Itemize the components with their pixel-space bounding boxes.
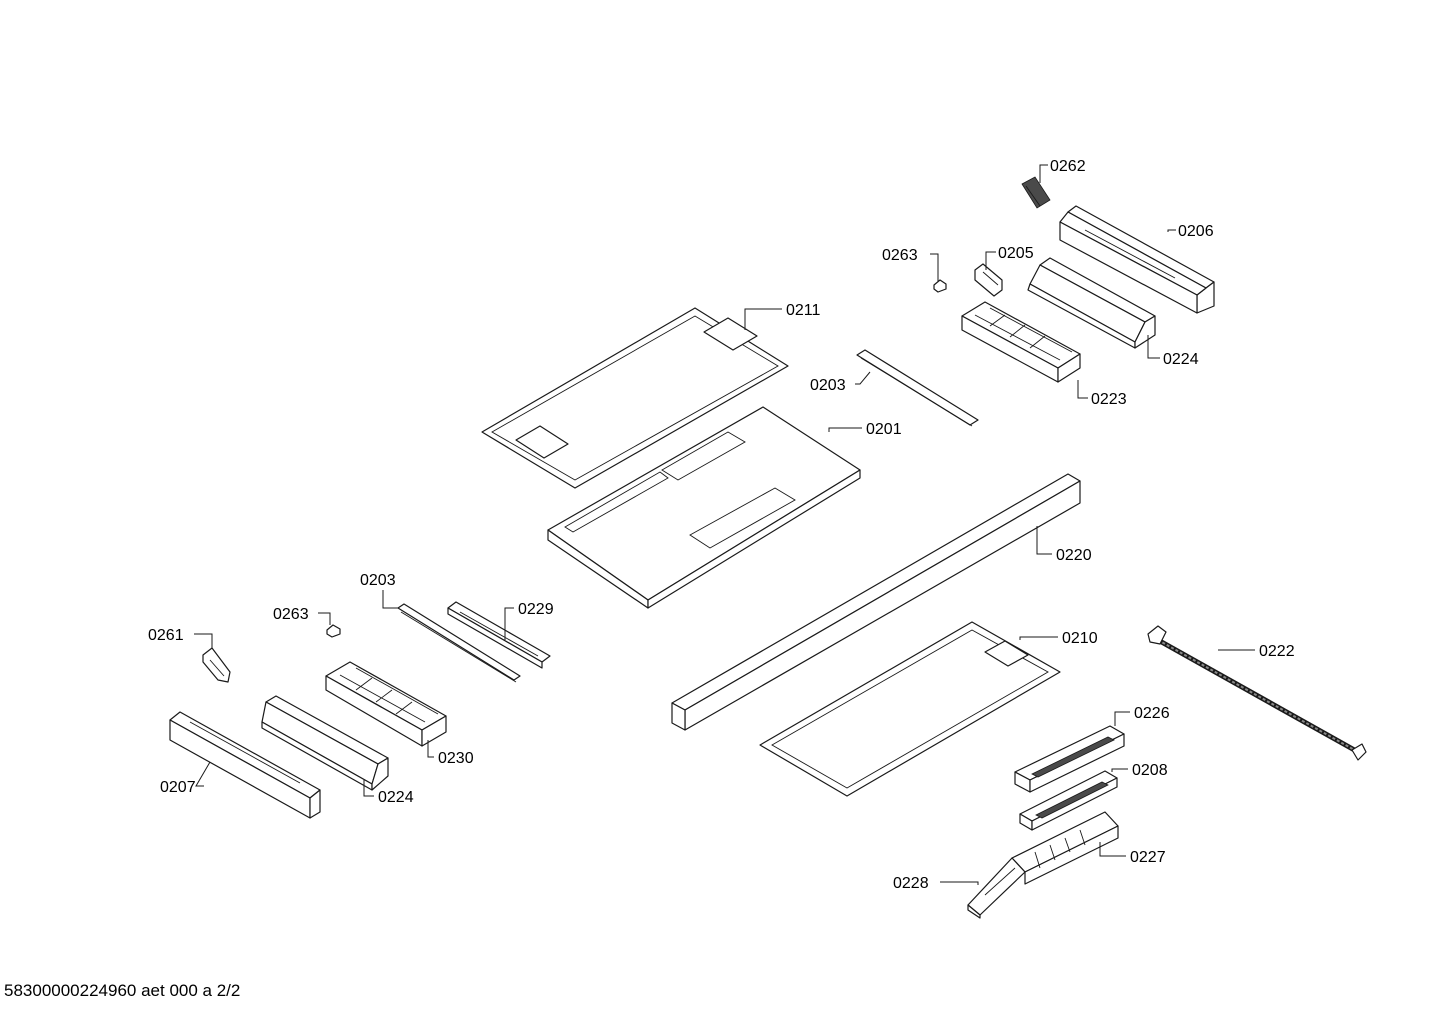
drawing-reference-footer: 58300000224960 aet 000 a 2/2 (4, 981, 241, 1000)
part-0224-lower (261, 695, 389, 791)
callout-0263-top: 0263 (882, 247, 918, 264)
callout-0229: 0229 (518, 601, 554, 618)
part-0211 (481, 307, 789, 489)
callout-0226: 0226 (1134, 705, 1170, 722)
callout-0207: 0207 (160, 779, 196, 796)
callout-0205: 0205 (998, 245, 1034, 262)
callout-0224-top: 0224 (1163, 351, 1199, 368)
part-0223 (961, 301, 1081, 383)
callout-0261: 0261 (148, 627, 184, 644)
part-0203-top (856, 349, 979, 427)
callout-0262: 0262 (1050, 158, 1086, 175)
leader-lines (194, 164, 1255, 885)
part-0220 (671, 473, 1081, 731)
callout-0210: 0210 (1062, 630, 1098, 647)
part-0210 (759, 621, 1061, 797)
callout-labels: 0262 0206 0263 0205 0211 0224 0203 0223 … (148, 158, 1295, 892)
callout-0230: 0230 (438, 750, 474, 767)
part-0205 (974, 263, 1003, 297)
callout-0201: 0201 (866, 421, 902, 438)
part-0227 (1011, 811, 1119, 885)
callout-0227: 0227 (1130, 849, 1166, 866)
part-0222 (1147, 625, 1367, 761)
callout-0206: 0206 (1178, 223, 1214, 240)
part-0208 (1019, 770, 1118, 831)
part-0203-lower (397, 603, 521, 683)
part-0261 (202, 647, 231, 683)
callout-0211: 0211 (786, 302, 821, 319)
callout-0263-lower: 0263 (273, 606, 309, 623)
part-0207 (169, 711, 321, 819)
part-0201 (547, 406, 861, 609)
part-0263-top (933, 279, 947, 293)
callout-0222: 0222 (1259, 643, 1295, 660)
part-0206 (1059, 205, 1215, 314)
callout-0223: 0223 (1091, 391, 1127, 408)
part-0226 (1014, 725, 1125, 793)
part-0230 (325, 661, 447, 747)
callout-0228: 0228 (893, 875, 929, 892)
callout-0208: 0208 (1132, 762, 1168, 779)
callout-0203-lower: 0203 (360, 572, 396, 589)
part-0229 (447, 601, 551, 669)
callout-0220: 0220 (1056, 547, 1092, 564)
part-0262 (1021, 176, 1051, 209)
part-0263-lower (326, 624, 341, 638)
part-0224-top (1027, 257, 1156, 349)
callout-0203-top: 0203 (810, 377, 846, 394)
callout-0224-lower: 0224 (378, 789, 414, 806)
part-0228 (967, 857, 1026, 919)
